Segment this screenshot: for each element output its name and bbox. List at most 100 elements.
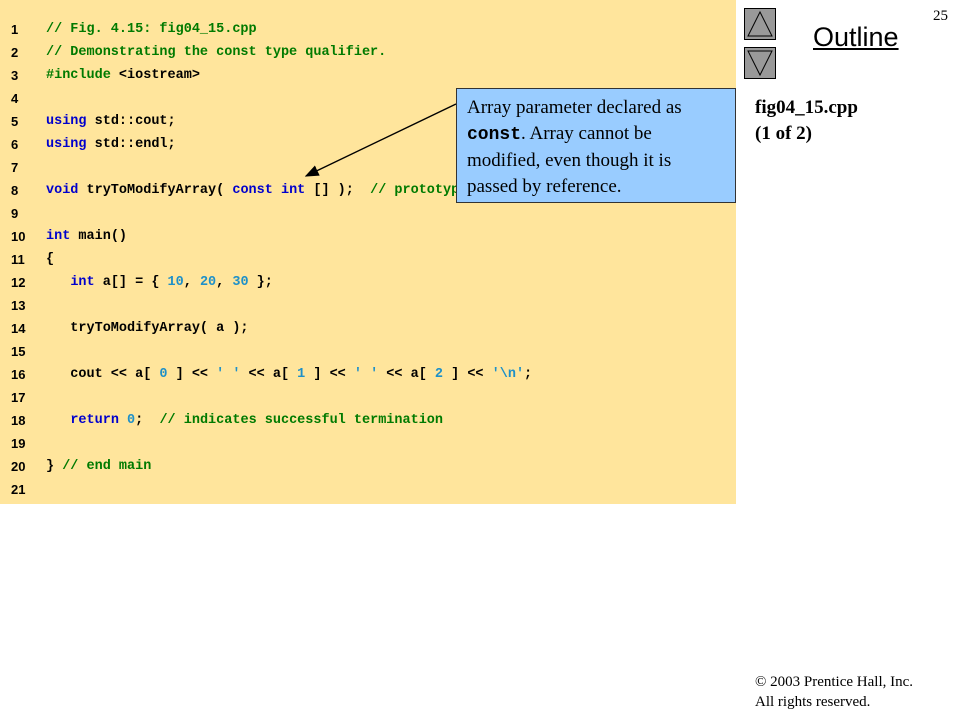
copyright-line: All rights reserved. <box>755 694 871 710</box>
code-number: 0 <box>159 367 168 382</box>
line-number: 1 <box>11 22 19 37</box>
line-number: 19 <box>11 436 26 451</box>
code-line: 13 <box>0 294 736 317</box>
code-keyword: const <box>232 183 273 198</box>
callout-line: const. Array cannot be <box>467 121 727 148</box>
code-text: [] ); <box>305 183 371 198</box>
code-string: '\n' <box>491 367 525 382</box>
file-name: fig04_15.cpp <box>755 97 858 118</box>
line-number: 13 <box>11 298 26 313</box>
code-number: 1 <box>297 367 306 382</box>
code-text: main() <box>70 229 128 244</box>
next-slide-button[interactable] <box>744 47 776 79</box>
code-keyword: int <box>280 183 306 198</box>
code-text <box>46 275 70 290</box>
line-number: 21 <box>11 482 26 497</box>
code-line: 4 <box>0 87 736 110</box>
code-text: ; <box>135 413 160 428</box>
code-text: std::cout; <box>86 114 176 129</box>
code-string: ' ' <box>353 367 379 382</box>
line-number: 7 <box>11 160 19 175</box>
code-line: 20 } // end main <box>0 455 736 478</box>
code-comment: // prototype <box>370 183 468 198</box>
code-line: 3 #include <iostream> <box>0 64 736 87</box>
line-number: 17 <box>11 390 26 405</box>
line-number: 10 <box>11 229 26 244</box>
line-number: 20 <box>11 459 26 474</box>
code-text: , <box>216 275 233 290</box>
code-line: 19 <box>0 432 736 455</box>
line-number: 9 <box>11 206 19 221</box>
code-line: 1 // Fig. 4.15: fig04_15.cpp <box>0 18 736 41</box>
code-comment: // Fig. 4.15: fig04_15.cpp <box>46 22 257 37</box>
code-comment: // indicates successful termination <box>159 413 443 428</box>
code-line: 2 // Demonstrating the const type qualif… <box>0 41 736 64</box>
code-text: ] << <box>305 367 354 382</box>
previous-slide-button[interactable] <box>744 8 776 40</box>
code-number: 2 <box>434 367 444 382</box>
code-line: 12 int a[] = { 10, 20, 30 }; <box>0 271 736 294</box>
line-number: 8 <box>11 183 19 198</box>
line-number: 15 <box>11 344 26 359</box>
callout-box: Array parameter declared as const. Array… <box>456 88 736 203</box>
code-text: }; <box>248 275 273 290</box>
code-text: ; <box>524 367 533 382</box>
code-number: 20 <box>199 275 217 290</box>
line-number: 14 <box>11 321 26 336</box>
code-line: 5 using std::cout; <box>0 110 736 133</box>
code-line: 6 using std::endl; <box>0 133 736 156</box>
code-text: << a[ <box>240 367 298 382</box>
triangle-down-icon <box>747 50 773 77</box>
line-number: 18 <box>11 413 26 428</box>
code-line: 7 <box>0 156 736 179</box>
code-text: ] << <box>167 367 217 382</box>
code-line: 15 <box>0 340 736 363</box>
code-text <box>119 413 127 428</box>
callout-line: modified, even though it is <box>467 150 672 171</box>
code-comment: // end main <box>54 459 152 474</box>
code-number: 30 <box>232 275 249 290</box>
code-line: 18 return 0; // indicates successful ter… <box>0 409 736 432</box>
line-number: 16 <box>11 367 26 382</box>
outline-link[interactable]: Outline <box>813 22 899 52</box>
line-number: 6 <box>11 137 19 152</box>
code-number: 0 <box>127 413 136 428</box>
line-number: 2 <box>11 45 19 60</box>
line-number: 4 <box>11 91 19 106</box>
code-keyword: int <box>70 275 95 290</box>
code-listing: 1 // Fig. 4.15: fig04_15.cpp 2 // Demons… <box>0 18 736 501</box>
code-string: ' ' <box>216 367 241 382</box>
code-keyword: void <box>46 183 79 198</box>
code-text: cout << a[ <box>46 367 160 382</box>
callout-text: . Array cannot be <box>521 123 652 144</box>
file-label: fig04_15.cpp (1 of 2) <box>755 95 858 147</box>
line-number: 5 <box>11 114 19 129</box>
line-number: 12 <box>11 275 26 290</box>
code-keyword: using <box>46 114 87 129</box>
code-text: ] << <box>443 367 492 382</box>
code-text: a[] = { <box>94 275 168 290</box>
triangle-up-icon <box>747 10 773 37</box>
code-text: } <box>46 459 55 474</box>
callout-line: passed by reference. <box>467 176 622 197</box>
code-number: 10 <box>167 275 184 290</box>
code-line: 14 tryToModifyArray( a ); <box>0 317 736 340</box>
code-comment: // Demonstrating the const type qualifie… <box>46 45 387 60</box>
code-text: , <box>183 275 200 290</box>
code-text <box>273 183 281 198</box>
code-line: 17 <box>0 386 736 409</box>
line-number: 11 <box>11 252 25 267</box>
code-line: 8 void tryToModifyArray( const int [] );… <box>0 179 736 202</box>
code-line: 16 cout << a[ 0 ] << ' ' << a[ 1 ] << ' … <box>0 363 736 386</box>
code-text: tryToModifyArray( a ); <box>46 321 249 336</box>
copyright-line: © 2003 Prentice Hall, Inc. <box>755 674 914 690</box>
code-text: { <box>46 252 55 267</box>
code-panel: 1 // Fig. 4.15: fig04_15.cpp 2 // Demons… <box>0 0 736 504</box>
line-number: 3 <box>11 68 19 83</box>
code-line: 10 int main() <box>0 225 736 248</box>
code-header: <iostream> <box>110 68 200 83</box>
code-text: std::endl; <box>86 137 176 152</box>
code-text: tryToModifyArray( <box>78 183 233 198</box>
page-number: 25 <box>933 8 948 24</box>
code-line: 9 <box>0 202 736 225</box>
